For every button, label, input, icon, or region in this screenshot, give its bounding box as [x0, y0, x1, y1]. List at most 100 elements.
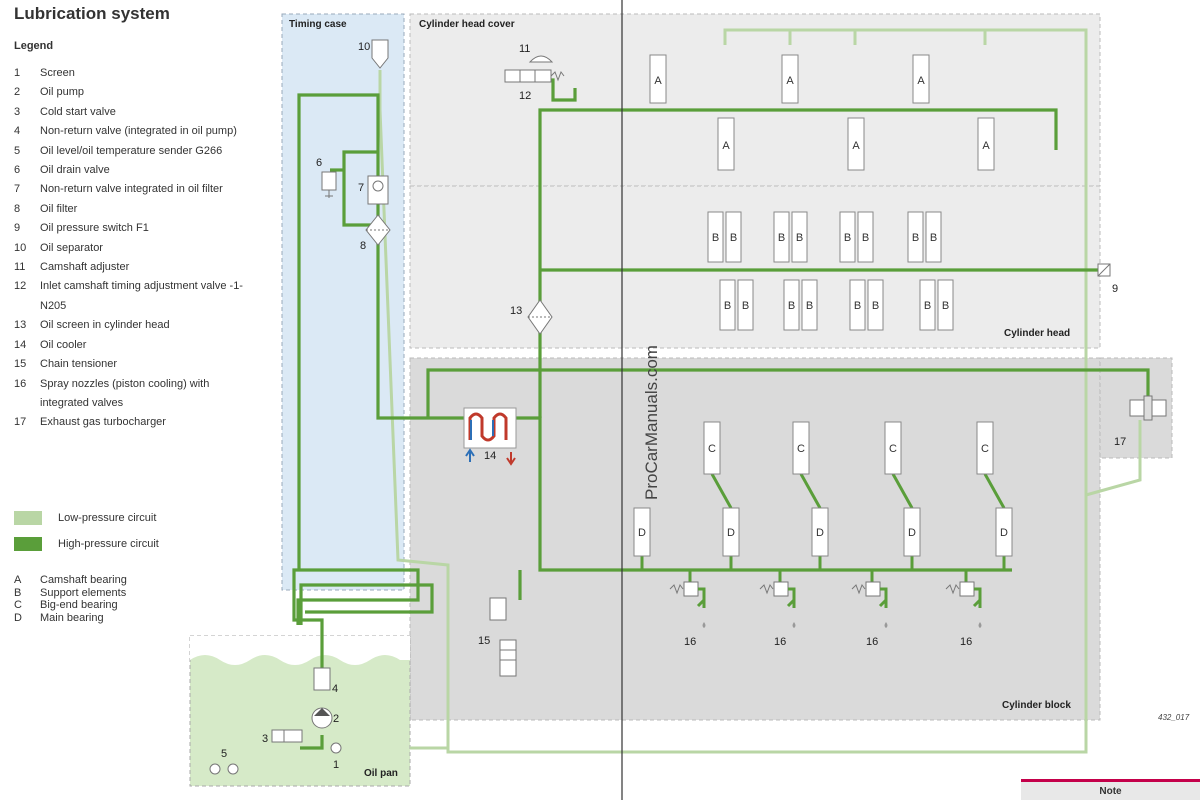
legend-item: 13 Oil screen in cylinder head: [14, 316, 254, 335]
label-5: 5: [221, 748, 227, 760]
timing-case-region: [281, 13, 405, 591]
oil-pan-label: Oil pan: [364, 768, 398, 779]
cylinder-head-region: [409, 185, 1101, 349]
legend-text: Oil screen in cylinder head: [40, 319, 170, 332]
bearing-a-label: A: [917, 75, 925, 87]
legend-number: 2: [14, 86, 21, 99]
bearing-key-text: Main bearing: [40, 611, 104, 624]
support-element: [849, 279, 866, 331]
bearing-b-label: B: [942, 300, 949, 312]
bearing-a-4: [717, 117, 735, 171]
bearing-b-label: B: [844, 232, 851, 244]
legend-text: Oil cooler: [40, 338, 87, 351]
legend-text: Camshaft adjuster: [40, 261, 130, 274]
legend-number: 6: [14, 164, 21, 177]
bearing-d-label: D: [638, 527, 646, 539]
support-element: [907, 211, 924, 263]
legend-text: Oil filter: [40, 202, 78, 215]
legend-number: 14: [14, 338, 27, 351]
cylinder-head-cover-label: Cylinder head cover: [419, 19, 515, 30]
support-element: [783, 279, 800, 331]
bearing-c-label: C: [889, 443, 897, 455]
legend-number: 1: [14, 67, 21, 79]
legend-item: 14 Oil cooler: [14, 336, 254, 355]
bearing-key-text: Camshaft bearing: [40, 574, 127, 586]
legend-text: Chain tensioner: [40, 358, 118, 371]
legend-number: 4: [14, 125, 21, 138]
legend-number: 11: [14, 261, 26, 274]
label-2: 2: [333, 713, 339, 725]
support-element: [801, 279, 818, 331]
bearing-a-6: [977, 117, 995, 171]
legend-text: Non-return valve (integrated in oil pump…: [40, 125, 237, 138]
bearing-c-label: C: [708, 443, 716, 455]
cylinder-head-cover-region: [409, 13, 1101, 187]
cylinder-head-label: Cylinder head: [1004, 328, 1070, 339]
spray-nozzle-icon: [669, 570, 706, 628]
legend-number: 9: [14, 222, 21, 235]
label-16: 16: [960, 636, 972, 648]
cold-start-valve-icon: [271, 729, 303, 743]
support-element: [925, 211, 942, 263]
figure-id: 432_017: [1158, 713, 1190, 722]
legend-text: Inlet camshaft timing adjustment valve -…: [40, 280, 243, 312]
legend-heading: Legend: [14, 40, 54, 52]
cylinder-block-label: Cylinder block: [1002, 700, 1071, 711]
camshaft-adjuster-icon: [504, 55, 565, 83]
support-element: [791, 211, 808, 263]
bearing-d-3: [811, 507, 829, 557]
label-9: 9: [1112, 283, 1118, 295]
bearing-c-label: C: [981, 443, 989, 455]
bearing-c-4: [976, 421, 994, 475]
bearing-b-label: B: [712, 232, 719, 244]
component-numbers: 1 2 3 4 5 6 7 8 9 10 11 12 13 14 15 17: [221, 41, 1126, 771]
bearing-d-2: [722, 507, 740, 557]
oil-surface: [190, 636, 410, 665]
bearing-b-label: B: [742, 300, 749, 312]
legend-number: 5: [14, 144, 21, 157]
bearing-b-label: B: [806, 300, 813, 312]
bearing-c-2: [792, 421, 810, 475]
label-13: 13: [510, 305, 522, 317]
label-16: 16: [774, 636, 786, 648]
label-1: 1: [333, 759, 339, 771]
bearing-b-label: B: [924, 300, 931, 312]
high-pressure-key: High-pressure circuit: [14, 531, 159, 557]
legend-text: Spray nozzles (piston cooling) with inte…: [40, 377, 210, 409]
bearing-d-4: [903, 507, 921, 557]
note-label: Note: [1099, 786, 1122, 797]
legend-text: Oil pressure switch F1: [40, 222, 149, 235]
page-title: Lubrication system: [14, 4, 170, 23]
chain-tensioner-icon: [489, 597, 517, 677]
bearing-key-letter: A: [14, 574, 22, 586]
low-pressure-key: Low-pressure circuit: [14, 505, 159, 531]
support-element: [737, 279, 754, 331]
bearing-key-row: D Main bearing: [14, 612, 127, 625]
bearing-b-label: B: [854, 300, 861, 312]
legend-number: 13: [14, 319, 27, 332]
timing-case-label: Timing case: [289, 19, 347, 30]
bearing-a-1: [649, 54, 667, 104]
bearing-a-label: A: [654, 75, 662, 87]
legend-number: 7: [14, 183, 21, 196]
legend-text: Cold start valve: [40, 105, 116, 118]
label-11: 11: [519, 43, 530, 55]
legend-text: Non-return valve integrated in oil filte…: [40, 183, 223, 196]
support-element: [919, 279, 936, 331]
note-bar: Note: [1021, 779, 1200, 800]
bearing-b-label: B: [930, 232, 937, 244]
oil-level-sender-icon: [209, 763, 239, 775]
circuit-key: Low-pressure circuit High-pressure circu…: [14, 505, 159, 557]
legend-number: 15: [14, 358, 27, 371]
bearing-c-1: [703, 421, 721, 475]
label-14: 14: [484, 450, 496, 462]
crankshaft-bearing-labels: C C C C D D D D D: [638, 443, 1008, 539]
bearing-b-label: B: [730, 232, 737, 244]
bearing-key-letter: D: [14, 611, 22, 624]
oil-drain-valve-icon: [321, 171, 337, 198]
